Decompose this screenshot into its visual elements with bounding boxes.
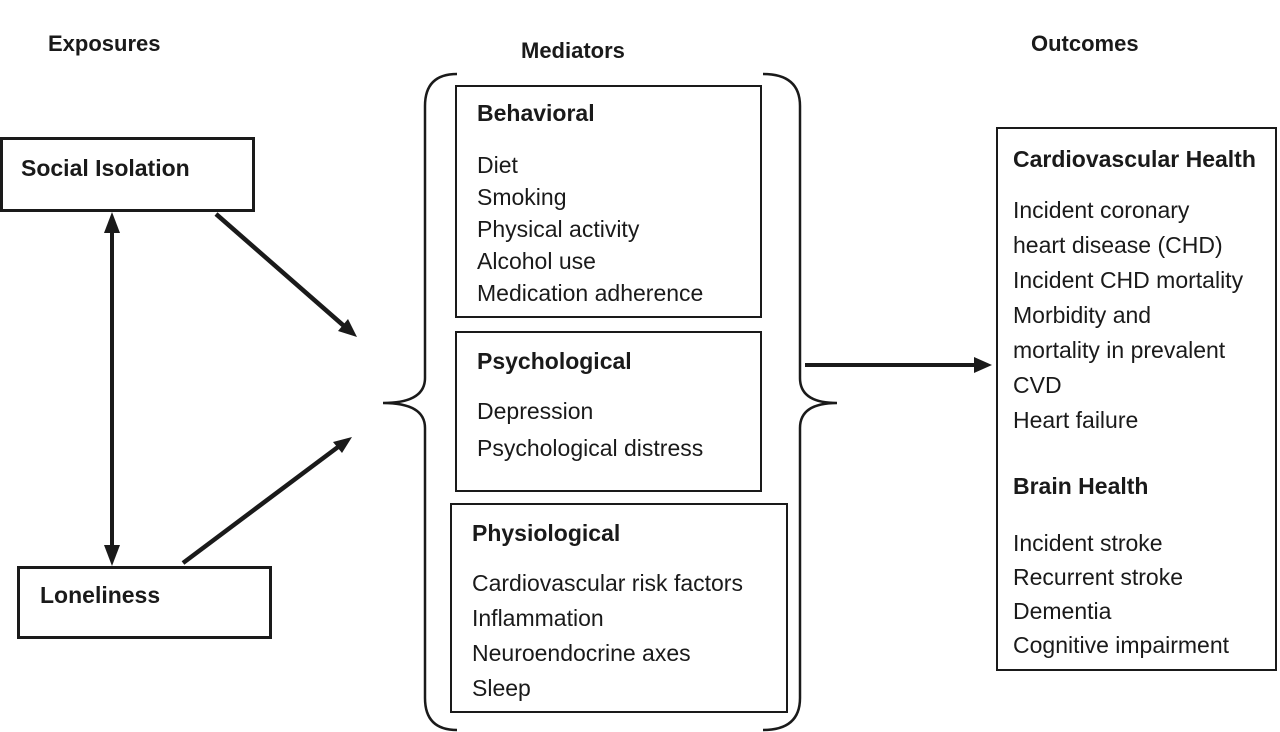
physiological-mediators-box: Physiological Cardiovascular risk factor… (450, 503, 788, 713)
cardiovascular-health-title: Cardiovascular Health (1013, 146, 1256, 172)
list-item: Physical activity (477, 216, 640, 242)
list-item: Inflammation (472, 605, 604, 631)
list-item: Recurrent stroke (1013, 564, 1184, 590)
list-item: Neuroendocrine axes (472, 640, 691, 666)
exposures-heading: Exposures (48, 31, 161, 56)
list-item: Cognitive impairment (1013, 632, 1230, 658)
list-item: Morbidity and (1013, 302, 1152, 328)
mediators-right-brace (762, 72, 838, 732)
loneliness-box: Loneliness (17, 566, 272, 639)
list-item: heart disease (CHD) (1013, 232, 1223, 258)
social-isolation-box: Social Isolation (0, 137, 255, 212)
mediators-heading: Mediators (521, 38, 625, 63)
list-item: Cardiovascular risk factors (472, 570, 743, 596)
physiological-title: Physiological (472, 520, 621, 546)
list-item: Dementia (1013, 598, 1112, 624)
outcomes-box: Cardiovascular Health Incident coronary h… (996, 127, 1277, 671)
list-item: Diet (477, 152, 518, 178)
outcomes-heading: Outcomes (1031, 31, 1139, 56)
loneliness-to-mediators-arrow (181, 437, 352, 565)
list-item: CVD (1013, 372, 1062, 398)
loneliness-label: Loneliness (40, 582, 161, 608)
list-item: Smoking (477, 184, 567, 210)
list-item: Alcohol use (477, 248, 596, 274)
behavioral-title: Behavioral (477, 100, 595, 126)
social-isolation-to-mediators-arrow (214, 212, 357, 337)
list-item: Depression (477, 398, 594, 424)
list-item: Psychological distress (477, 435, 704, 461)
list-item: Sleep (472, 675, 531, 701)
list-item: Heart failure (1013, 407, 1139, 433)
social-isolation-loneliness-double-arrow (104, 212, 120, 566)
list-item: Incident stroke (1013, 530, 1163, 556)
cardiovascular-health-lines: Incident coronary heart disease (CHD) Inci… (1013, 193, 1275, 438)
list-item: mortality in prevalent (1013, 337, 1226, 363)
mediators-to-outcomes-arrow (805, 357, 992, 373)
psychological-title: Psychological (477, 348, 632, 374)
social-isolation-label: Social Isolation (21, 155, 190, 181)
list-item: Incident coronary (1013, 197, 1190, 223)
mediators-left-brace (382, 72, 458, 732)
list-item: Medication adherence (477, 280, 704, 306)
brain-health-title: Brain Health (1013, 473, 1149, 499)
list-item: Incident CHD mortality (1013, 267, 1244, 293)
